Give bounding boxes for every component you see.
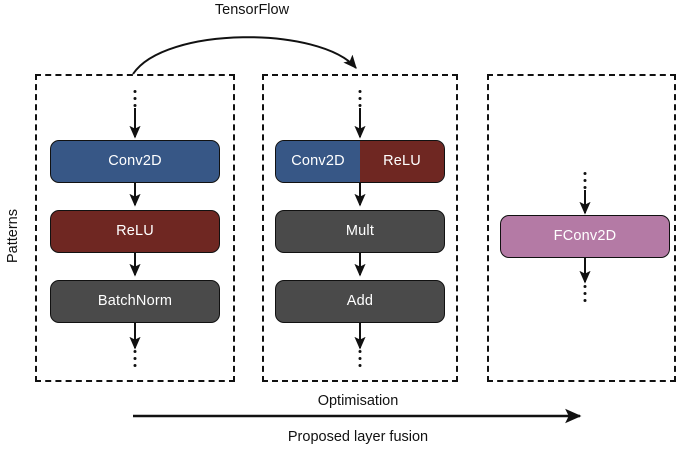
tensorflow-curved-arrow <box>132 36 357 75</box>
node-mult[interactable]: Mult <box>275 210 445 253</box>
ellipsis-col1-bottom <box>133 350 137 371</box>
node-label: FConv2D <box>553 228 617 245</box>
node-label: Add <box>346 293 374 310</box>
node-label-relu: ReLU <box>360 141 444 182</box>
node-batchnorm[interactable]: BatchNorm <box>50 280 220 323</box>
node-label: Conv2D <box>108 153 162 170</box>
tensorflow-label: TensorFlow <box>214 2 290 18</box>
node-label: BatchNorm <box>97 293 173 310</box>
proposed-layer-fusion-label: Proposed layer fusion <box>287 429 429 445</box>
node-label: Mult <box>345 223 375 240</box>
ellipsis-col3-top <box>583 172 587 193</box>
ellipsis-col1-top <box>133 90 137 111</box>
node-add[interactable]: Add <box>275 280 445 323</box>
ellipsis-col2-bottom <box>358 350 362 371</box>
node-fconv2d[interactable]: FConv2D <box>500 215 670 258</box>
pattern-panel-partially-fused <box>262 74 458 382</box>
node-conv2d-relu-fused[interactable]: Conv2D ReLU <box>275 140 445 183</box>
pattern-panel-fully-fused <box>487 74 676 382</box>
node-relu-unfused[interactable]: ReLU <box>50 210 220 253</box>
ellipsis-col2-top <box>358 90 362 111</box>
optimisation-label: Optimisation <box>317 393 399 409</box>
node-label: ReLU <box>116 223 154 240</box>
node-label-conv2d: Conv2D <box>276 141 360 182</box>
ellipsis-col3-bottom <box>583 285 587 306</box>
node-conv2d-unfused[interactable]: Conv2D <box>50 140 220 183</box>
pattern-panel-unfused <box>35 74 235 382</box>
